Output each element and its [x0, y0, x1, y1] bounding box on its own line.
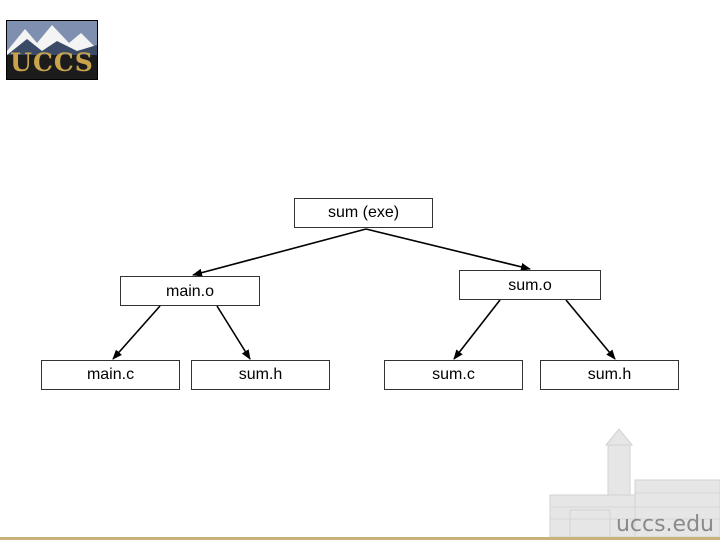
edge-sum-exe-to-sum-o — [365, 228, 531, 271]
edge-sum-o-to-sum-h-right — [565, 299, 616, 360]
edge-main-o-to-sum-h-left — [216, 305, 251, 360]
edge-sum-o-to-sum-c — [453, 299, 501, 360]
campus-building-watermark — [549, 428, 720, 538]
mountain-logo-graphic — [7, 21, 97, 55]
node-sum-h-right: sum.h — [540, 360, 679, 390]
edge-main-o-to-main-c — [112, 305, 161, 360]
node-main-o: main.o — [120, 276, 260, 306]
bottom-bar — [0, 537, 720, 540]
edge-sum-exe-to-main-o — [192, 228, 367, 277]
node-sum-o: sum.o — [459, 270, 601, 300]
logo-text: UCCS — [10, 48, 94, 77]
node-main-c: main.c — [41, 360, 180, 390]
footer-url: uccs.edu — [615, 512, 714, 537]
node-sum-h-left: sum.h — [191, 360, 330, 390]
node-sum-exe: sum (exe) — [294, 198, 433, 228]
node-sum-c: sum.c — [384, 360, 523, 390]
uccs-logo: UCCS — [6, 20, 98, 80]
